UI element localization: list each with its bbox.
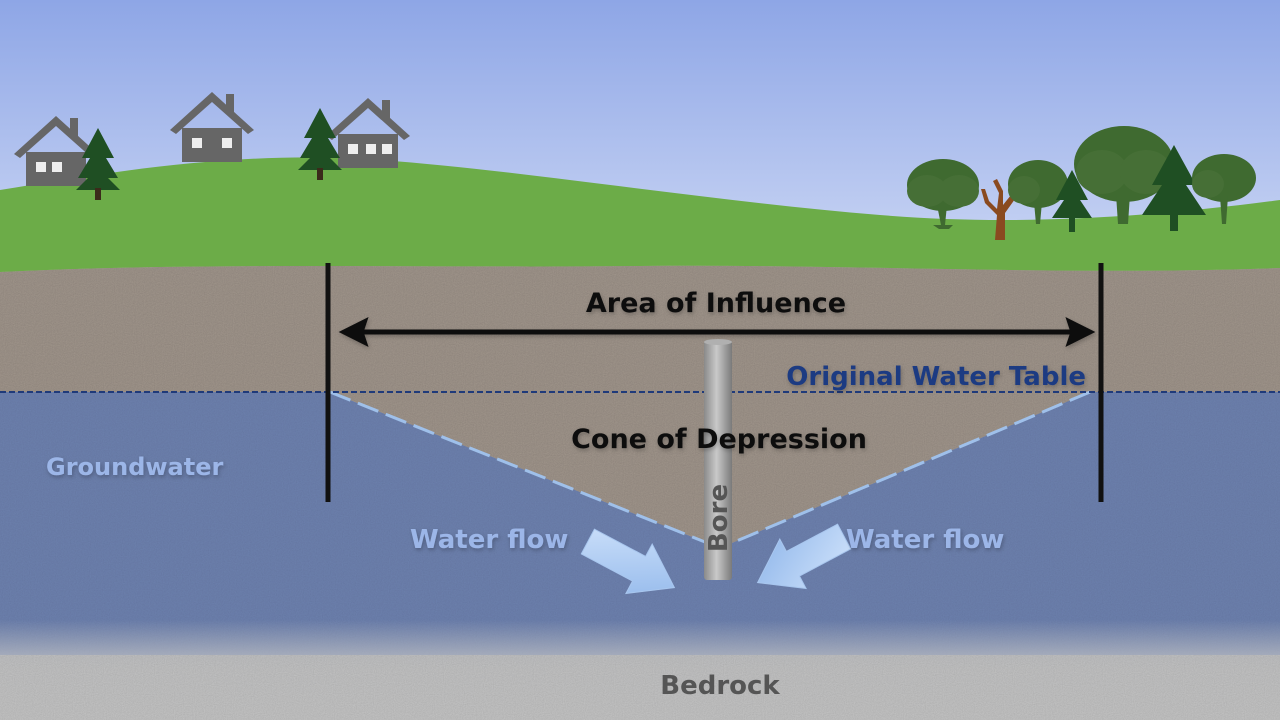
water-flow-arrow-left: [580, 528, 676, 595]
pine-tree-icon: [1052, 170, 1092, 232]
groundwater-label: Groundwater: [46, 453, 223, 481]
deciduous-tree-icon: [1008, 160, 1068, 224]
deciduous-tree-icon: [1192, 154, 1256, 224]
cone-edge-right: [719, 390, 1091, 550]
water-flow-arrow-right: [756, 523, 852, 590]
deciduous-tree-icon: [907, 159, 979, 229]
water-flow-left-label: Water flow: [410, 525, 568, 555]
soil-layer: [0, 265, 1280, 392]
dead-tree-icon: [981, 179, 1019, 240]
pine-tree-icon: [1142, 145, 1206, 231]
pine-tree-icon: [76, 128, 120, 200]
water-flow-right-label: Water flow: [846, 525, 1004, 555]
bore-label: Bore: [704, 484, 734, 552]
bedrock-grain: [0, 655, 1280, 720]
area-of-influence-arrow: [338, 317, 1096, 347]
house-icon: [170, 92, 254, 162]
bedrock-label: Bedrock: [660, 671, 780, 701]
grass-hill: [0, 157, 1280, 300]
pine-tree-icon: [298, 108, 342, 180]
cone-edge-left: [329, 390, 721, 550]
original-water-table-label: Original Water Table: [786, 362, 1086, 392]
cone-of-depression-label: Cone of Depression: [571, 424, 867, 455]
area-of-influence-label: Area of Influence: [586, 288, 846, 319]
bore-pipe: [704, 339, 732, 580]
